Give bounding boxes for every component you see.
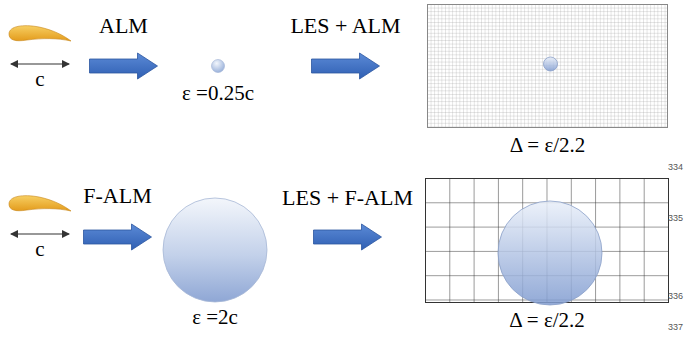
grid-size-label: Δ = ε/2.2	[425, 309, 669, 332]
kernel-circle: ε =0.25c	[172, 58, 264, 113]
chord-label: c	[5, 238, 75, 261]
arrow-label: F-ALM	[83, 184, 151, 208]
line-number: 337	[668, 322, 683, 332]
arrow-label: LES + ALM	[290, 14, 400, 38]
arrow-label: LES + F-ALM	[282, 186, 413, 210]
mesh-grid: Δ = ε/2.2	[425, 178, 669, 338]
block-arrow	[314, 224, 382, 250]
mesh-grid: Δ = ε/2.2	[427, 4, 668, 164]
line-number: 335	[668, 213, 683, 223]
epsilon-label: ε =0.25c	[172, 82, 264, 105]
line-number: 336	[668, 291, 683, 301]
kernel-circle: ε =2c	[160, 196, 270, 336]
airfoil-node: c	[5, 192, 75, 267]
line-number: 334	[668, 162, 683, 172]
airfoil-node: c	[5, 22, 75, 92]
block-arrow	[90, 53, 158, 79]
block-arrow	[312, 53, 380, 79]
chord-label: c	[5, 68, 75, 91]
block-arrow	[84, 224, 152, 250]
grid-size-label: Δ = ε/2.2	[427, 134, 668, 157]
epsilon-label: ε =2c	[160, 306, 270, 329]
arrow-label: ALM	[99, 14, 148, 38]
